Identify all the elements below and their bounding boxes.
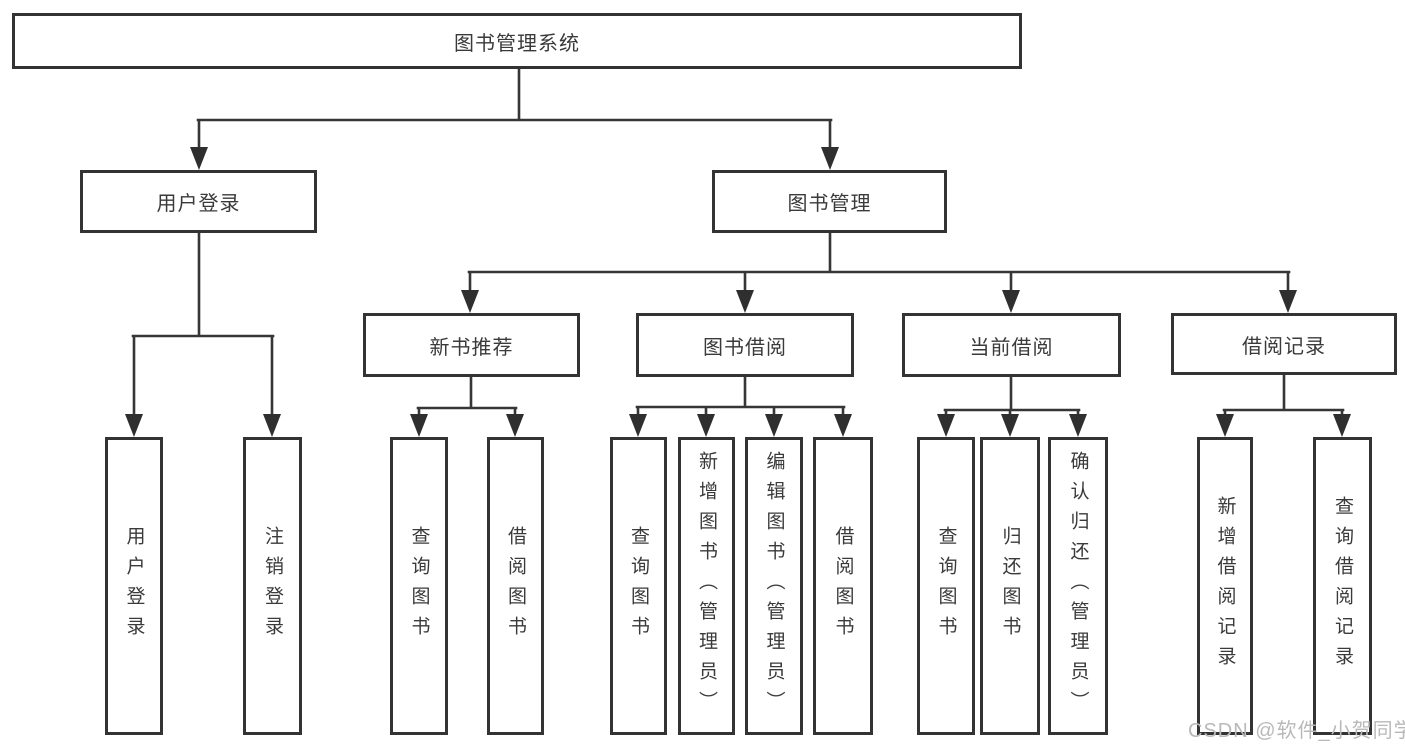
leaf-cb-confirm-return: 确认归还（管理员）	[1048, 437, 1108, 735]
watermark: CSDN @软件_小贺同学	[1188, 720, 1405, 742]
leaf-br-query-record: 查询借阅记录	[1313, 437, 1372, 735]
node-new-book-recommend: 新书推荐	[363, 313, 580, 377]
node-user-login: 用户登录	[80, 170, 317, 233]
connector-newbook-to-leaves	[416, 374, 518, 419]
node-root: 图书管理系统	[12, 13, 1022, 69]
leaf-nb-borrow-books-label: 借阅图书	[505, 526, 526, 646]
leaf-cb-return-books: 归还图书	[980, 437, 1040, 735]
connector-currentborrow-to-leaves	[943, 374, 1081, 419]
node-book-management: 图书管理	[712, 170, 947, 233]
arrowheads	[125, 147, 1351, 437]
leaf-bb-add-books: 新增图书（管理员）	[678, 437, 735, 735]
connector-bookmgmt-to-level3	[467, 230, 1291, 295]
leaf-br-add-record: 新增借阅记录	[1197, 437, 1253, 735]
node-book-borrow-label: 图书借阅	[703, 336, 787, 359]
node-borrow-records-label: 借阅记录	[1242, 335, 1326, 358]
connector-records-to-leaves	[1222, 374, 1345, 419]
node-root-label: 图书管理系统	[454, 32, 580, 55]
node-current-borrow: 当前借阅	[902, 313, 1121, 377]
connector-userlogin-to-leaves	[131, 230, 275, 419]
leaf-nb-query-books: 查询图书	[390, 437, 448, 735]
node-new-book-recommend-label: 新书推荐	[429, 336, 514, 359]
node-current-borrow-label: 当前借阅	[969, 336, 1054, 359]
leaf-cb-return-books-label: 归还图书	[999, 526, 1021, 646]
node-book-borrow: 图书借阅	[636, 313, 854, 377]
leaf-br-query-record-label: 查询借阅记录	[1332, 496, 1353, 676]
node-user-login-label: 用户登录	[156, 193, 241, 215]
connector-bookborrow-to-leaves	[635, 374, 846, 419]
leaf-nb-query-books-label: 查询图书	[408, 526, 430, 646]
leaf-bb-edit-books: 编辑图书（管理员）	[745, 437, 803, 735]
leaf-user-login: 用户登录	[105, 437, 163, 735]
leaf-bb-add-books-label: 新增图书（管理员）	[696, 451, 717, 721]
leaf-logout-label: 注销登录	[262, 526, 283, 646]
leaf-bb-edit-books-label: 编辑图书（管理员）	[763, 451, 785, 721]
leaf-cb-query-books: 查询图书	[917, 437, 975, 735]
leaf-bb-query-books-label: 查询图书	[628, 526, 649, 646]
leaf-cb-confirm-return-label: 确认归还（管理员）	[1067, 451, 1089, 721]
leaf-cb-query-books-label: 查询图书	[935, 526, 957, 646]
leaf-bb-borrow-books: 借阅图书	[813, 437, 873, 735]
leaf-nb-borrow-books: 借阅图书	[487, 437, 544, 735]
leaf-bb-borrow-books-label: 借阅图书	[832, 526, 854, 646]
connector-root-to-level2	[196, 66, 833, 152]
leaf-bb-query-books: 查询图书	[610, 437, 667, 735]
leaf-user-login-label: 用户登录	[123, 526, 145, 646]
leaf-br-add-record-label: 新增借阅记录	[1214, 496, 1236, 676]
leaf-logout: 注销登录	[243, 437, 302, 735]
node-book-management-label: 图书管理	[787, 193, 872, 215]
node-borrow-records: 借阅记录	[1171, 313, 1397, 375]
